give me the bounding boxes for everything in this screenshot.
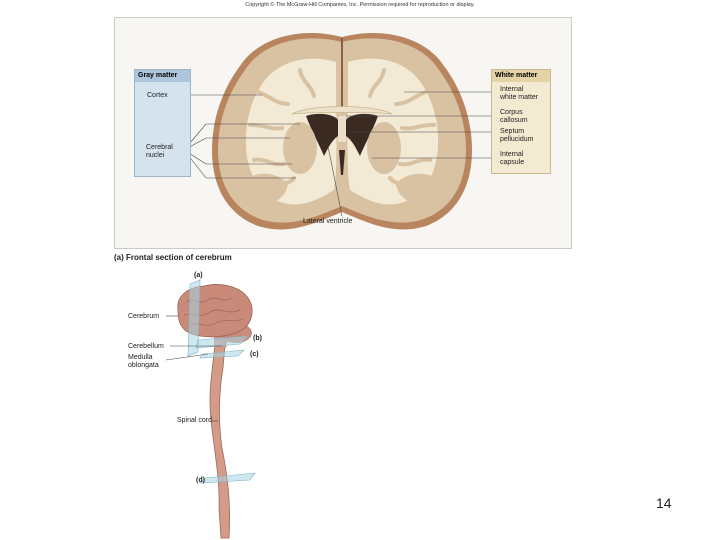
- label-septum-pellucidum: Septum pellucidum: [500, 128, 534, 143]
- overview-leader-lines: [165, 315, 222, 422]
- figure-caption: (a) Frontal section of cerebrum: [114, 253, 232, 262]
- plane-label-d: (d): [196, 477, 205, 484]
- leader-lines: [172, 91, 496, 217]
- sulci: [248, 68, 436, 192]
- cerebral-nuclei-right: [367, 122, 401, 174]
- lateral-ventricle-right: [346, 113, 378, 156]
- cerebral-nuclei-left: [283, 122, 317, 174]
- temporal-lobe-left: [247, 173, 288, 205]
- label-cerebral-nuclei: Cerebral nuclei: [146, 144, 173, 159]
- temporal-lobe-right: [396, 173, 437, 205]
- white-matter-title: White matter: [492, 70, 550, 82]
- plane-label-a: (a): [194, 272, 203, 279]
- brain-section: [212, 32, 472, 230]
- septum-pellucidum: [338, 116, 346, 142]
- white-matter-legend: White matter: [491, 69, 551, 174]
- label-internal-capsule: Internal capsule: [500, 151, 525, 166]
- plane-b: [195, 335, 249, 349]
- label-cerebrum: Cerebrum: [128, 313, 160, 320]
- copyright-notice: Copyright © The McGraw-Hill Companies, I…: [245, 2, 475, 8]
- plane-label-c: (c): [250, 351, 259, 358]
- label-lateral-ventricle: Lateral ventricle: [303, 218, 353, 225]
- slide-number: 14: [656, 495, 672, 511]
- plane-label-b: (b): [253, 335, 262, 342]
- label-corpus-callosum: Corpus callosum: [500, 109, 528, 124]
- plane-a: [187, 279, 201, 357]
- lateral-ventricle-left: [306, 113, 338, 156]
- label-medulla-oblongata: Medulla oblongata: [128, 354, 159, 369]
- gray-matter-legend: Gray matter: [134, 69, 191, 177]
- label-internal-white-matter: Internal white matter: [500, 86, 539, 101]
- cns-overview: [165, 279, 256, 539]
- plane-c: [199, 349, 245, 359]
- spinal-cord: [209, 344, 231, 539]
- label-spinal-cord: Spinal cord: [177, 417, 213, 424]
- label-cerebellum: Cerebellum: [128, 343, 164, 350]
- gray-matter-title: Gray matter: [135, 70, 190, 82]
- plane-d: [199, 472, 256, 484]
- label-cortex: Cortex: [147, 92, 168, 99]
- corpus-callosum: [291, 106, 393, 115]
- third-ventricle: [339, 150, 345, 175]
